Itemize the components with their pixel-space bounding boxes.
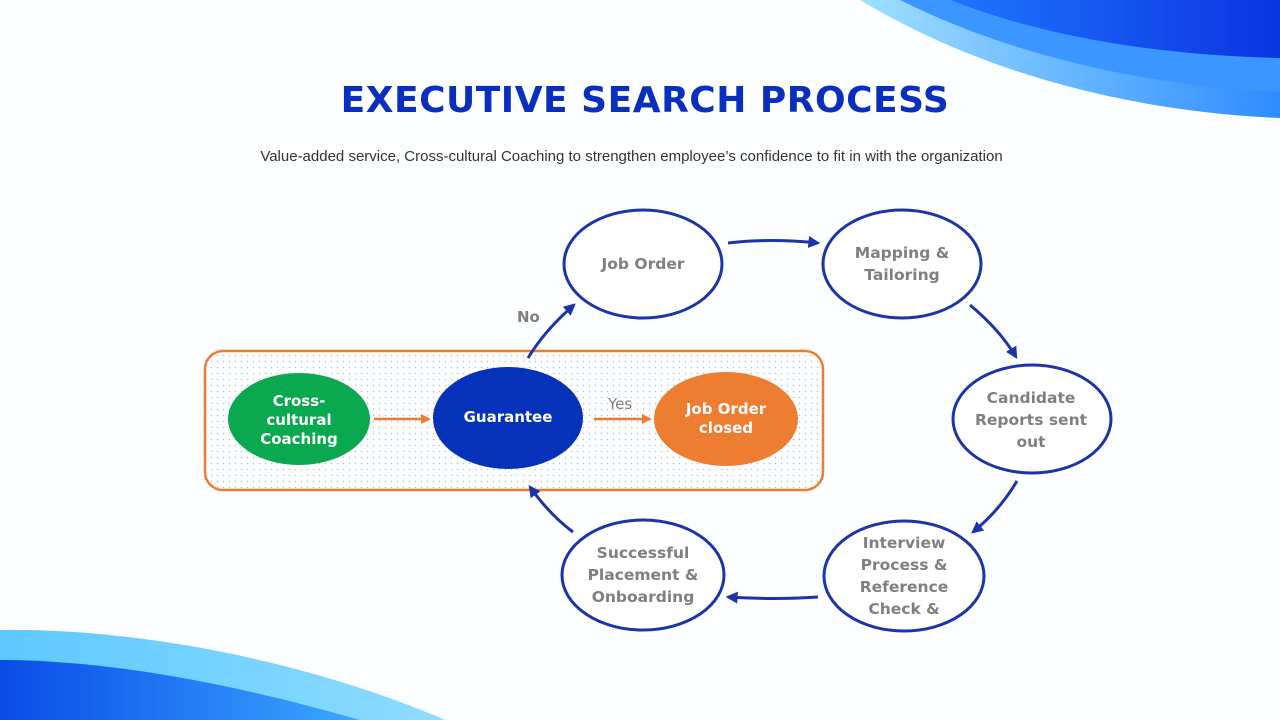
node-candidate-reports bbox=[951, 363, 1113, 475]
arrow-interview-to-placement bbox=[725, 591, 819, 604]
job-order-closed-label: Job Order closed bbox=[685, 400, 767, 437]
node-job-order bbox=[562, 208, 724, 320]
placement-label: Successful Placement & Onboarding bbox=[587, 544, 699, 606]
node-coaching bbox=[228, 373, 370, 465]
interview-label: Interview Process & Reference Check & bbox=[859, 534, 949, 618]
wave-bottom-dark bbox=[0, 660, 360, 720]
page-title: EXECUTIVE SEARCH PROCESS bbox=[340, 80, 950, 121]
arrow-mapping-to-candidate bbox=[969, 303, 1018, 360]
arrow-placement-to-guarantee bbox=[528, 485, 574, 534]
edge-label-no: No bbox=[517, 308, 540, 326]
coaching-label: Cross-cultural Coaching bbox=[260, 391, 338, 448]
candidate-reports-label: Candidate Reports sent out bbox=[974, 389, 1088, 451]
node-placement bbox=[560, 518, 726, 632]
job-order-label: Job Order bbox=[601, 255, 685, 273]
wave-top-dark bbox=[950, 0, 1280, 58]
node-interview bbox=[822, 519, 986, 633]
node-guarantee bbox=[433, 367, 583, 469]
node-job-order-closed bbox=[654, 372, 798, 466]
page-subtitle: Value-added service, Cross-cultural Coac… bbox=[260, 148, 1003, 165]
mapping-label: Mapping & Tailoring bbox=[854, 244, 950, 284]
node-mapping bbox=[821, 208, 983, 320]
edge-label-yes: Yes bbox=[608, 395, 633, 413]
guarantee-label: Guarantee bbox=[463, 407, 553, 426]
arrow-job-order-to-mapping bbox=[727, 236, 821, 248]
arrow-guarantee-to-job-order bbox=[526, 303, 576, 359]
arrow-candidate-to-interview bbox=[971, 480, 1019, 534]
